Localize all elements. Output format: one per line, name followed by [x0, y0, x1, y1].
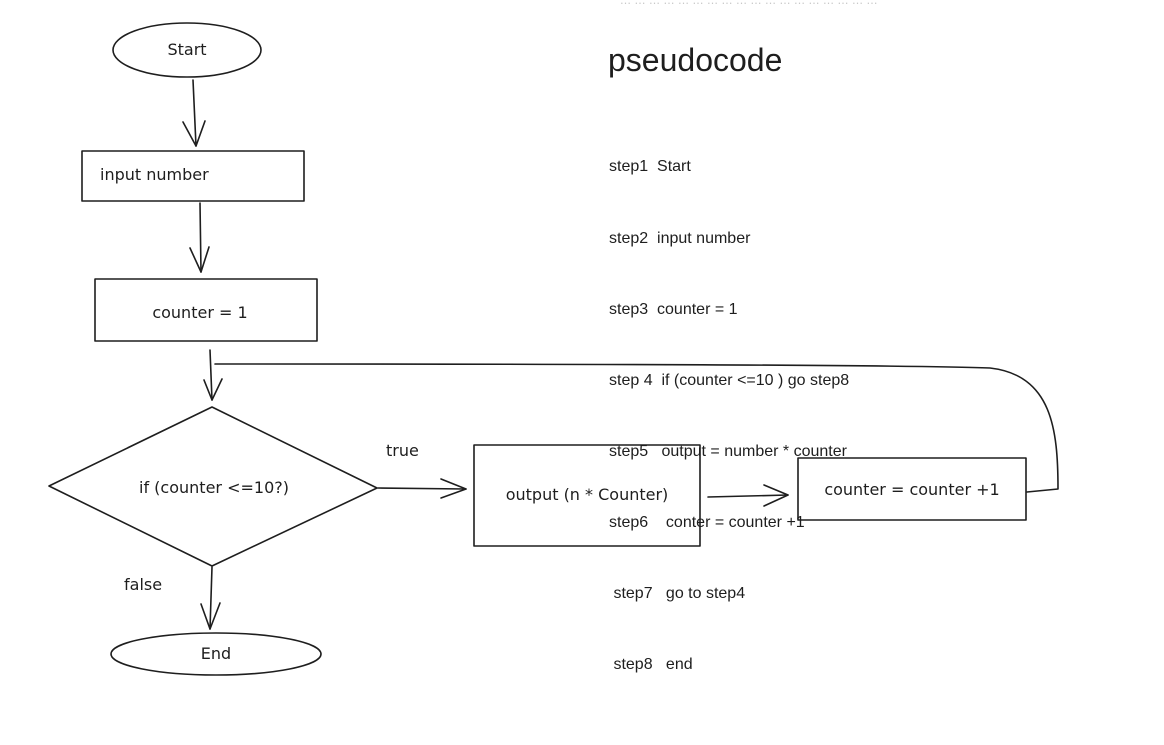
arrow-input-to-init	[189, 202, 210, 273]
output-label: output (n * Counter)	[506, 485, 669, 504]
decision-label: if (counter <=10?)	[139, 478, 289, 497]
pseudocode-step: step 4 if (counter <=10 ) go step8	[609, 371, 850, 389]
init-label: counter = 1	[152, 303, 247, 322]
faint-header-text: … … … … … … … … … … … … … … … … … …	[620, 0, 877, 7]
pseudocode-step: step2 input number	[609, 229, 751, 247]
end-node: End	[110, 632, 322, 676]
arrow-output-to-increment	[707, 484, 789, 507]
pseudocode-steps: step1 Start step2 input number step3 cou…	[609, 108, 849, 701]
arrow-init-to-decision	[203, 349, 223, 401]
pseudocode-step: step8 end	[609, 656, 693, 674]
pseudocode-step: step5 output = number * counter	[609, 442, 847, 460]
false-label: false	[124, 575, 162, 594]
pseudocode-step: step3 counter = 1	[609, 300, 738, 318]
increment-label: counter = counter +1	[824, 480, 999, 499]
loop-back-connector	[214, 363, 1059, 493]
input-label: input number	[100, 165, 209, 184]
arrow-decision-to-end	[200, 566, 221, 630]
pseudocode-step: step7 go to step4	[609, 585, 746, 603]
arrow-start-to-input	[182, 79, 206, 147]
output-node: output (n * Counter)	[473, 444, 701, 547]
arrow-decision-to-output	[377, 478, 467, 499]
start-label: Start	[167, 40, 206, 59]
increment-node: counter = counter +1	[797, 457, 1027, 521]
input-node: input number	[81, 150, 305, 202]
end-label: End	[201, 644, 231, 663]
init-node: counter = 1	[94, 278, 318, 342]
pseudocode-title: pseudocode	[608, 42, 783, 78]
pseudocode-step: step6 conter = counter +1	[609, 513, 805, 531]
pseudocode-step: step1 Start	[609, 158, 691, 176]
start-node: Start	[112, 22, 262, 78]
true-label: true	[386, 441, 419, 460]
decision-node: if (counter <=10?)	[48, 406, 378, 567]
